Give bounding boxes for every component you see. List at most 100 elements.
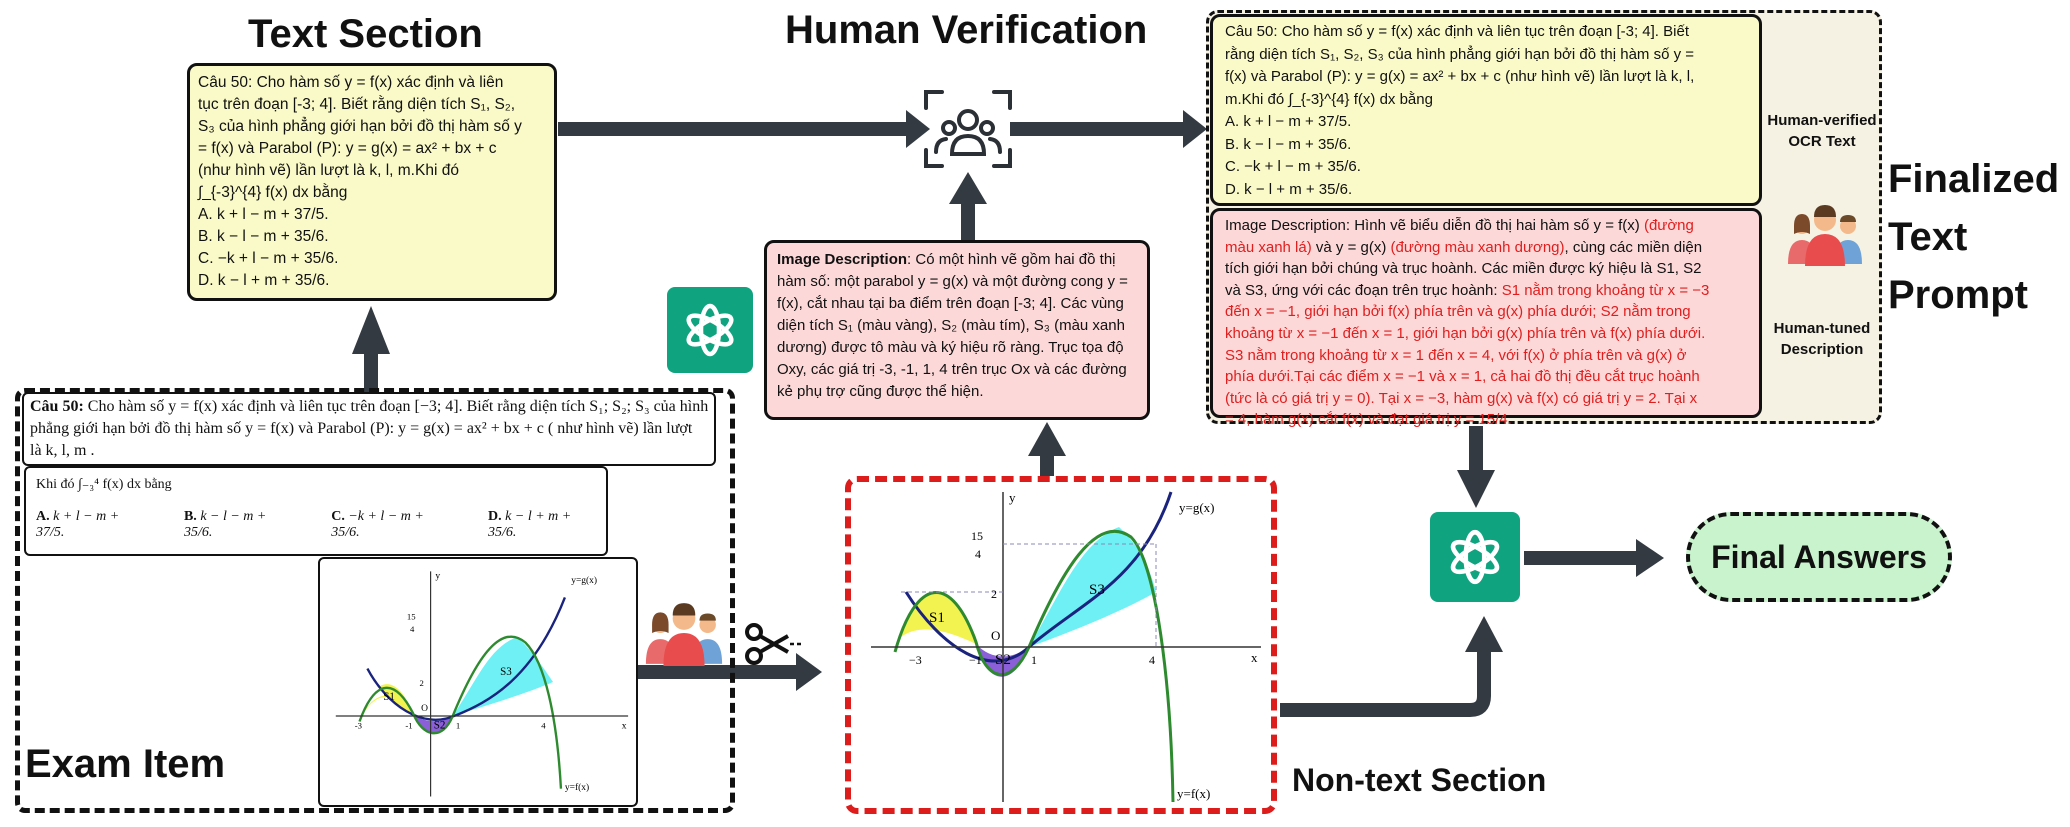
human-tuned-description-label: Human-tuned Description — [1764, 318, 1880, 360]
non-text-section-container: y x O y=g(x) y=f(x) S1 S2 S3 −3 −1 1 4 2… — [845, 476, 1277, 814]
arrow-head-up-2 — [949, 172, 987, 204]
people-icon — [645, 603, 723, 666]
text-line: kẻ phụ trợ cũng được thể hiện. — [777, 383, 984, 400]
answer-letter: A. — [36, 509, 50, 524]
exam-graph-frame: y x O y=g(x) y=f(x) S1 S2 S3 -3 -1 1 4 2… — [318, 557, 638, 807]
text-section-box: Câu 50: Cho hàm số y = f(x) xác định và … — [187, 63, 557, 301]
text-line: D. k − l + m + 35/6. — [198, 272, 330, 289]
text-line: f(x), cắt nhau tại ba điểm trên đoạn [-3… — [777, 295, 1124, 312]
text-line: A. k + l − m + 37/5. — [1225, 113, 1352, 130]
scissors-icon — [745, 623, 802, 665]
tick-label: −1 — [969, 653, 982, 667]
arrow-head-right-3 — [796, 653, 822, 691]
f-label: y=f(x) — [565, 782, 589, 793]
text-line: Oxy, các giá trị -3, -1, 1, 4 trên trục … — [777, 361, 1127, 378]
arrow-head-right-1 — [906, 110, 930, 148]
f-label: y=f(x) — [1177, 786, 1210, 801]
tick-label: 1 — [1031, 653, 1037, 667]
text-line: S₃ của hình phẳng giới hạn bởi đồ thị hà… — [198, 118, 522, 135]
text-line: (như hình vẽ) lần lượt là k, l, m.Khi đó — [198, 162, 459, 179]
text-section-title: Text Section — [248, 12, 483, 56]
highlight-text: khoảng từ x = −1 đến x = 1, giới hạn bởi… — [1225, 324, 1706, 342]
arrow-head-right-4 — [1636, 539, 1664, 577]
answer-letter: C. — [331, 509, 345, 524]
tick-label: 2 — [420, 678, 424, 688]
arrow-exam-to-nontext — [638, 665, 798, 679]
arrow-head-right-2 — [1183, 110, 1207, 148]
answer-letter: D. — [488, 509, 502, 524]
human-verification-title: Human Verification — [785, 8, 1148, 52]
exam-item-container — [15, 388, 735, 813]
region-s3 — [452, 636, 554, 716]
label-line: OCR Text — [1788, 133, 1856, 150]
human-verified-ocr-box: Câu 50: Cho hàm số y = f(x) xác định và … — [1210, 14, 1762, 206]
arrow-head-up-4 — [1465, 616, 1503, 652]
arrow-finalized-to-gpt — [1469, 426, 1483, 478]
tick-label: -3 — [355, 721, 362, 731]
highlight-text: (đường màu xanh dương) — [1390, 238, 1565, 256]
human-tuned-description-box: Image Description: Hình vẽ biểu diễn đồ … — [1210, 208, 1762, 428]
text-line: tích giới hạn bởi chúng và trục hoành. C… — [1225, 260, 1702, 278]
g-label: y=g(x) — [1179, 500, 1215, 515]
origin-label: O — [991, 628, 1000, 643]
highlight-text: màu xanh lá) — [1225, 238, 1312, 256]
answer-text: k − l + m + 35/6. — [488, 509, 572, 540]
curve-f — [358, 635, 563, 789]
text-line: tục trên đoạn [-3; 4]. Biết rằng diện tí… — [198, 96, 516, 113]
human-verification-people-icon — [924, 90, 1012, 168]
s1-label: S1 — [383, 691, 395, 703]
region-s3 — [1029, 527, 1156, 647]
graph-shapes — [871, 491, 1261, 803]
non-text-section-title: Non-text Section — [1292, 762, 1547, 798]
axis-label-x: x — [1251, 650, 1258, 665]
text-line: hàm số: một parabol y = g(x) và một đườn… — [777, 273, 1128, 290]
text-line: = f(x) và Parabol (P): y = g(x) = ax² + … — [198, 140, 497, 157]
text-line: f(x) và Parabol (P): y = g(x) = ax² + bx… — [1225, 68, 1695, 85]
text-line: dương) được tô màu và ký hiệu rõ ràng. T… — [777, 339, 1124, 356]
exam-graph: y x O y=g(x) y=f(x) S1 S2 S3 -3 -1 1 4 2… — [335, 571, 629, 797]
openai-logo-icon — [1430, 512, 1520, 602]
arrow-examitem-to-textsection — [364, 352, 378, 394]
exam-question-text: Câu 50: Cho hàm số y = f(x) xác định và … — [22, 392, 716, 466]
text-line: A. k + l − m + 37/5. — [198, 206, 329, 223]
non-text-graph: y x O y=g(x) y=f(x) S1 S2 S3 −3 −1 1 4 2… — [871, 490, 1261, 803]
axis-label-y: y — [1009, 490, 1016, 505]
human-verified-ocr-label: Human-verified OCR Text — [1764, 110, 1880, 152]
answer-text: k + l − m + 37/5. — [36, 509, 120, 540]
answer-row: A. k + l − m + 37/5. B. k − l − m + 35/6… — [36, 509, 596, 541]
arrow-head-down-1 — [1457, 470, 1495, 508]
s2-label: S2 — [434, 720, 446, 732]
g-label: y=g(x) — [571, 575, 597, 586]
text-line: phẳng giới hạn bởi đồ thị hàm số y = f(x… — [30, 420, 693, 437]
tick-label: 15 — [971, 529, 983, 543]
image-description-box: Image Description: Có một hình vẽ gồm ha… — [764, 240, 1150, 420]
text-line: ∫_{-3}^{4} f(x) dx bằng — [198, 184, 348, 201]
tick-label: −3 — [909, 653, 922, 667]
text-line: và y = g(x) — [1311, 238, 1391, 256]
tick-label: 4 — [410, 624, 415, 634]
text-line: C. −k + l − m + 35/6. — [1225, 158, 1361, 175]
tick-label: 4 — [1149, 653, 1155, 667]
arrow-verification-to-ocr — [1010, 122, 1185, 136]
highlight-text: (tức là có giá trị y = 0). Tại x = −3, h… — [1225, 389, 1698, 407]
text-line: B. k − l − m + 35/6. — [1225, 135, 1352, 153]
question-label: Câu 50: — [30, 398, 84, 415]
highlight-text: (đường — [1643, 217, 1694, 234]
s3-label: S3 — [1089, 582, 1105, 598]
highlight-text: S1 nằm trong khoảng từ x = −3 — [1501, 281, 1710, 299]
text-line: Khi đó ∫₋₃⁴ f(x) dx bằng — [36, 477, 172, 492]
axis-label-x: x — [622, 722, 627, 732]
openai-logo-icon — [1450, 529, 1500, 585]
label-line: Human-tuned — [1773, 320, 1871, 337]
tick-label: 15 — [407, 612, 416, 622]
text-line: C. −k + l − m + 35/6. — [198, 250, 339, 267]
curve-g — [366, 597, 567, 721]
final-answers-pill: Final Answers — [1686, 512, 1952, 602]
openai-logo-icon — [686, 303, 734, 357]
highlight-text: = 4, hàm g(x) cắt f(x) và đạt giá trị y … — [1225, 411, 1512, 429]
text-line: D. k − l + m + 35/6. — [1225, 180, 1353, 198]
text-line: B. k − l − m + 35/6. — [198, 228, 329, 245]
exam-answers-box: Khi đó ∫₋₃⁴ f(x) dx bằng A. k + l − m + … — [24, 466, 608, 556]
arrow-head-up-3 — [1028, 422, 1066, 456]
